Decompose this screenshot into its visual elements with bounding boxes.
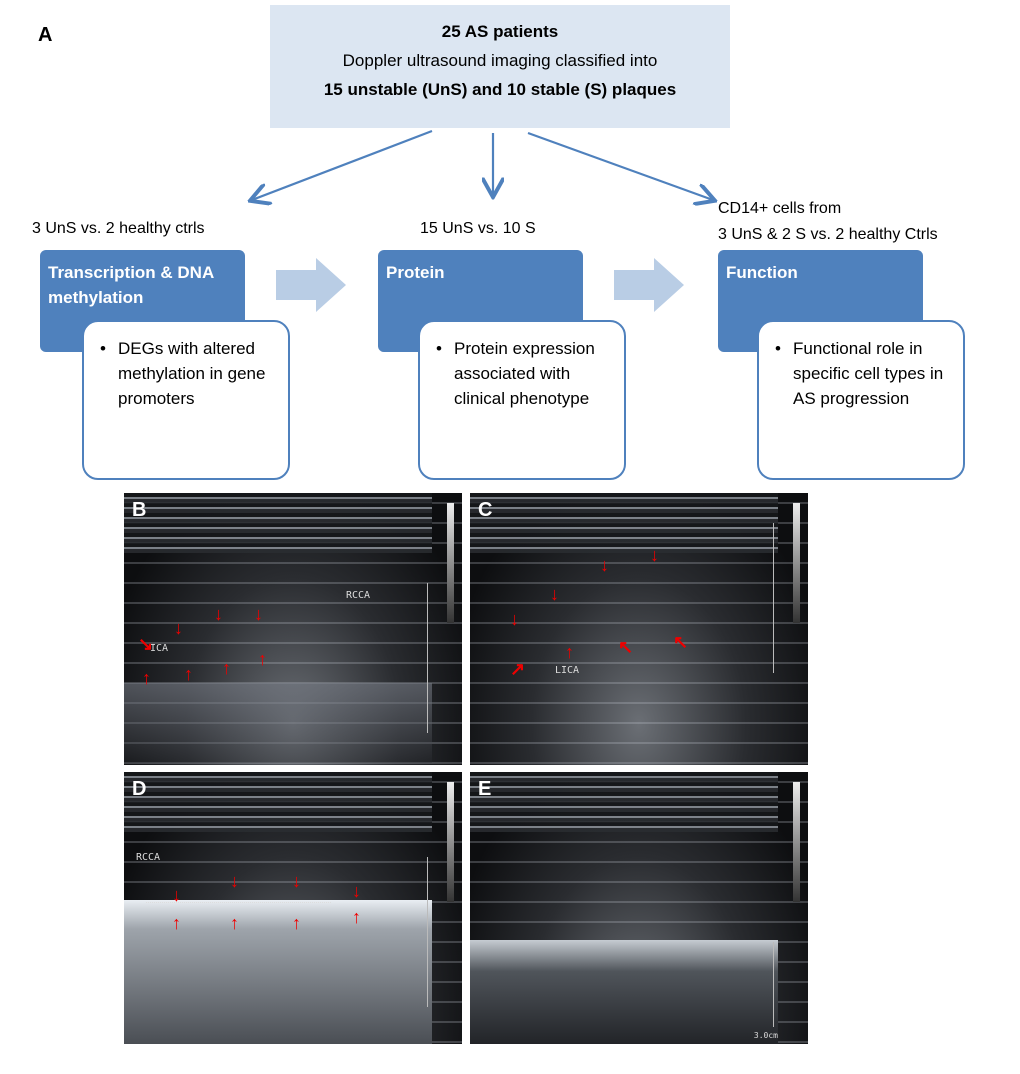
scale-label: 3.0cm bbox=[753, 1031, 778, 1040]
plaque-arrow-icon: ↑ bbox=[352, 907, 361, 927]
caption-function-2: 3 UnS & 2 S vs. 2 healthy Ctrls bbox=[718, 226, 938, 243]
plaque-arrow-icon: ↑ bbox=[230, 913, 239, 933]
plaque-arrow-icon: ↓ bbox=[214, 604, 223, 624]
plaque-arrow-icon: ↗ bbox=[510, 659, 526, 679]
patients-count: 25 AS patients bbox=[441, 22, 559, 41]
plaque-arrow-icon: ↓ bbox=[292, 871, 301, 891]
ultrasound-panel-c: C LICA ↓ ↓ ↓ ↓ ↗ ↑ ↖ ↖ bbox=[470, 493, 808, 765]
vessel-label-ica: ICA bbox=[150, 643, 169, 654]
measurement-line bbox=[146, 902, 331, 903]
caption-transcription: 3 UnS vs. 2 healthy ctrls bbox=[32, 220, 205, 237]
vessel-label-lica: LICA bbox=[555, 665, 580, 676]
plaque-arrow-icon: ↑ bbox=[172, 913, 181, 933]
plaque-classification: 15 unstable (UnS) and 10 stable (S) plaq… bbox=[323, 80, 677, 99]
detail-text: Functional role in specific cell types i… bbox=[793, 339, 944, 408]
plaque-arrow-icon: ↓ bbox=[510, 609, 519, 629]
plaque-arrow-icon: ↑ bbox=[258, 649, 267, 669]
detail-text: Protein expression associated with clini… bbox=[454, 339, 595, 408]
plaque-arrow-icon: ↑ bbox=[292, 913, 301, 933]
bullet: • bbox=[775, 339, 781, 358]
ultrasound-panel-d: D RCCA ↓ ↓ ↓ ↓ ↑ ↑ ↑ ↑ bbox=[124, 772, 462, 1044]
plaque-arrow-icon: ↑ bbox=[222, 658, 231, 678]
plaque-arrow-icon: ↓ bbox=[174, 618, 183, 638]
detail-box-protein: • Protein expression associated with cli… bbox=[418, 320, 626, 480]
block-arrow-1 bbox=[276, 258, 346, 312]
arrow-right bbox=[527, 131, 713, 200]
plaque-arrow-icon: ↓ bbox=[230, 871, 239, 891]
plaque-arrow-icon: ↓ bbox=[352, 881, 361, 901]
bullet: • bbox=[100, 339, 106, 358]
panel-label-b: B bbox=[132, 499, 147, 521]
block-arrow-2 bbox=[614, 258, 684, 312]
caption-function-1: CD14+ cells from bbox=[718, 200, 842, 217]
panel-label-d: D bbox=[132, 778, 147, 800]
detail-text: DEGs with altered methylation in gene pr… bbox=[118, 339, 266, 408]
vessel-label-rcca: RCCA bbox=[346, 590, 371, 601]
plaque-arrow-icon: ↑ bbox=[142, 668, 151, 688]
vessel-label-rcca: RCCA bbox=[136, 852, 161, 863]
panel-label-a: A bbox=[38, 24, 53, 46]
flow-arrows bbox=[0, 129, 1020, 260]
plaque-arrow-icon: ↓ bbox=[650, 545, 659, 565]
caption-protein: 15 UnS vs. 10 S bbox=[420, 220, 536, 237]
plaque-arrow-icon: ↖ bbox=[618, 637, 634, 657]
plaque-arrow-icon: ↓ bbox=[172, 885, 181, 905]
detail-box-function: • Functional role in specific cell types… bbox=[757, 320, 965, 480]
imaging-method: Doppler ultrasound imaging classified in… bbox=[342, 51, 658, 70]
plaque-arrow-icon: ↖ bbox=[673, 632, 689, 652]
arrow-left bbox=[252, 129, 433, 200]
plaque-arrow-icon: ↓ bbox=[600, 555, 609, 575]
panel-label-e: E bbox=[478, 778, 492, 800]
plaque-arrow-icon: ↓ bbox=[550, 584, 559, 604]
detail-box-transcription: • DEGs with altered methylation in gene … bbox=[82, 320, 290, 480]
panel-label-c: C bbox=[478, 499, 493, 521]
plaque-arrow-icon: ↑ bbox=[184, 664, 193, 684]
ultrasound-panel-e: E 3.0cm bbox=[470, 772, 808, 1044]
ultrasound-panel-b: B ICA RCCA ↘ ↓ ↓ ↓ ↑ ↑ ↑ ↑ bbox=[124, 493, 462, 765]
plaque-arrow-icon: ↓ bbox=[254, 604, 263, 624]
plaque-arrow-icon: ↑ bbox=[565, 642, 574, 662]
patients-summary-box: 25 AS patients Doppler ultrasound imagin… bbox=[270, 5, 730, 128]
plaque-arrow-icon: ↘ bbox=[138, 634, 154, 654]
bullet: • bbox=[436, 339, 442, 358]
